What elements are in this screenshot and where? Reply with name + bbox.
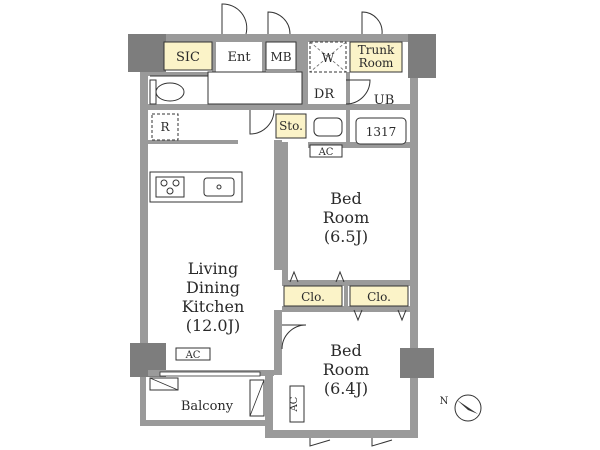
- label-ldk-1: Living: [188, 259, 238, 278]
- label-ac-top: AC: [318, 147, 334, 158]
- compass-icon: N: [440, 394, 482, 422]
- label-bath-size: 1317: [366, 125, 397, 139]
- label-mb: MB: [270, 50, 291, 64]
- entrance-strip: [207, 71, 303, 105]
- label-trunk-room-2: Room: [359, 56, 394, 70]
- columns: [128, 34, 436, 378]
- label-ldk-3: Kitchen: [182, 297, 245, 316]
- label-trunk-room-1: Trunk: [358, 43, 395, 57]
- label-entrance: Ent: [227, 50, 251, 65]
- label-ac-bed2: AC: [289, 396, 300, 412]
- balcony-window: [159, 371, 261, 377]
- label-sic: SIC: [176, 50, 200, 65]
- label-bed2-1: Bed: [330, 341, 361, 360]
- label-bed1-2: Room: [323, 208, 369, 227]
- ac-unit-top: [309, 144, 343, 158]
- label-bed1-1: Bed: [330, 189, 361, 208]
- label-bed2-3: (6.4J): [324, 379, 368, 398]
- ac-unit-bed2: [289, 385, 305, 423]
- label-bed1-3: (6.5J): [324, 227, 368, 246]
- ac-unit-ldk: [175, 347, 211, 361]
- label-dr: DR: [314, 87, 335, 102]
- toilet: [149, 75, 212, 105]
- closet-right: [349, 285, 409, 307]
- sic-room: [163, 41, 213, 71]
- label-closet-right: Clo.: [367, 290, 391, 304]
- kitchen-counter: [149, 171, 243, 203]
- label-ldk-4: (12.0J): [186, 316, 241, 335]
- bathtub: [355, 117, 407, 145]
- storage: [275, 113, 307, 139]
- label-compass-n: N: [440, 396, 449, 407]
- label-ldk-2: Dining: [186, 278, 240, 297]
- label-w: W: [322, 51, 335, 65]
- label-ac-ldk: AC: [185, 350, 201, 361]
- label-storage: Sto.: [279, 119, 303, 133]
- label-bed2-2: Room: [323, 360, 369, 379]
- mb-box: [265, 41, 297, 71]
- refrigerator: [151, 113, 179, 141]
- label-closet-left: Clo.: [301, 290, 325, 304]
- label-balcony: Balcony: [181, 399, 234, 414]
- washbasin: [313, 117, 343, 137]
- interior-walls: [148, 42, 410, 376]
- closet-left: [283, 285, 343, 307]
- trunk-room: [349, 41, 403, 73]
- label-ub: UB: [374, 93, 395, 108]
- label-refrigerator: R: [160, 120, 170, 134]
